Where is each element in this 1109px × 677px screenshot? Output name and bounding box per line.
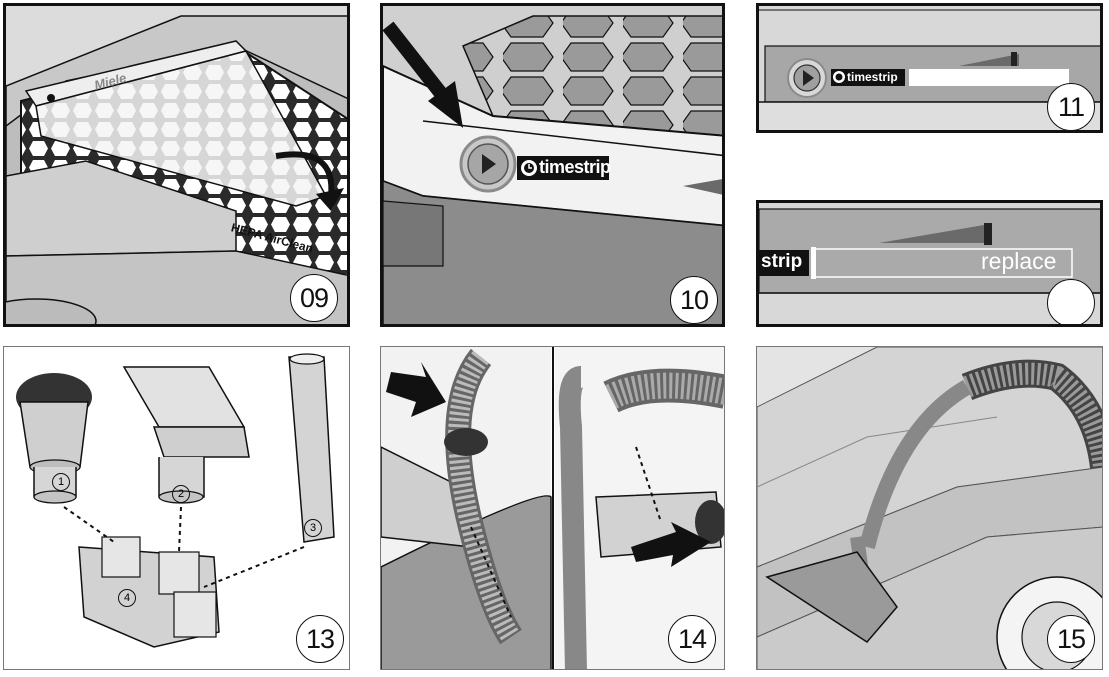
step-number-09: 09 bbox=[290, 274, 338, 322]
panel-step-15: 15 bbox=[756, 346, 1103, 670]
step-number-15: 15 bbox=[1047, 615, 1095, 663]
rotate-arrow-icon bbox=[316, 188, 344, 211]
filter-housing-illustration bbox=[6, 6, 347, 324]
panel-step-09: Miele HEPA AirClean 09 bbox=[3, 3, 350, 327]
panel-step-14: 14 bbox=[380, 346, 725, 670]
arrow-icon bbox=[428, 81, 463, 128]
timestrip-label-10: timestrip bbox=[539, 157, 611, 177]
clock-icon bbox=[528, 164, 532, 169]
panel-step-11: timestrip 11 bbox=[756, 3, 1103, 133]
step-number-14: 14 bbox=[668, 615, 716, 663]
attachment-clip-illustration bbox=[381, 347, 724, 669]
stairs-vacuuming-illustration bbox=[757, 347, 1102, 669]
step-number-12 bbox=[1047, 279, 1095, 324]
step-number-10: 10 bbox=[670, 276, 718, 324]
strip-label-12: strip bbox=[761, 251, 803, 272]
panel-step-13: 1 2 3 4 13 bbox=[3, 346, 350, 670]
step-number-11: 11 bbox=[1047, 83, 1095, 130]
attachment-2: 2 bbox=[172, 485, 190, 503]
attachments-illustration bbox=[16, 353, 335, 648]
attachment-4: 4 bbox=[118, 589, 136, 607]
timestrip-indicator-12 bbox=[759, 203, 1100, 324]
timestrip-closeup-illustration bbox=[383, 6, 722, 324]
arrow-icon bbox=[386, 362, 446, 417]
replace-label: replace bbox=[981, 248, 1057, 274]
timestrip-label-11: timestrip bbox=[847, 70, 898, 84]
attachment-1: 1 bbox=[52, 473, 70, 491]
attachment-3: 3 bbox=[304, 519, 322, 537]
timestrip-indicator-11 bbox=[759, 6, 1100, 130]
panel-step-12: strip replace bbox=[756, 200, 1103, 327]
play-icon bbox=[482, 154, 496, 174]
panel-step-10: timestrip 10 bbox=[380, 3, 725, 327]
arrow-icon bbox=[631, 522, 711, 567]
step-number-13: 13 bbox=[296, 615, 344, 663]
